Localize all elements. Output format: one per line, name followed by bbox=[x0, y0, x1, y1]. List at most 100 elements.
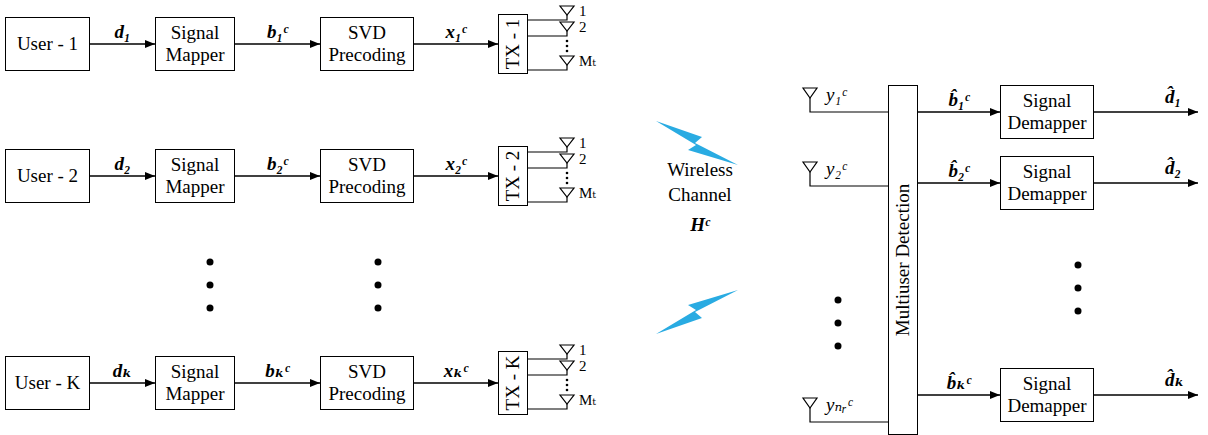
output-arrow bbox=[1094, 182, 1198, 183]
signal-arrow bbox=[414, 382, 498, 383]
antenna-symbol bbox=[560, 22, 574, 31]
mapper-box: Signal Mapper bbox=[155, 17, 235, 71]
output-arrow bbox=[1094, 394, 1198, 395]
antenna-number: 2 bbox=[579, 20, 587, 35]
signal-arrow bbox=[235, 43, 320, 44]
signal-arrow bbox=[235, 382, 320, 383]
ellipsis-dots bbox=[207, 259, 1082, 350]
dot bbox=[566, 389, 569, 392]
antenna-feed bbox=[526, 404, 567, 409]
signal-name: b₂ᶜ bbox=[267, 153, 288, 175]
antenna-number: 1 bbox=[579, 4, 587, 19]
antenna-symbol bbox=[560, 138, 574, 147]
antenna-symbol bbox=[803, 88, 817, 98]
dot bbox=[566, 172, 569, 175]
signal-name: d̂ₖ bbox=[1165, 369, 1184, 391]
dot bbox=[566, 182, 569, 185]
node-text: TX - K bbox=[502, 356, 524, 411]
dot bbox=[566, 384, 569, 387]
node-text: TX - 2 bbox=[502, 151, 524, 202]
dot bbox=[1075, 262, 1082, 269]
signal-arrow bbox=[90, 43, 155, 44]
signal-name: y₁ᶜ bbox=[826, 84, 846, 106]
antenna-number: Mₜ bbox=[579, 393, 596, 408]
antenna-symbol bbox=[803, 162, 817, 172]
channel-symbol: Hᶜ bbox=[650, 214, 750, 236]
antenna-feed bbox=[810, 98, 888, 112]
demapper-box: Signal Demapper bbox=[1000, 156, 1094, 210]
dot bbox=[207, 259, 214, 266]
demapper-box: Signal Demapper bbox=[1000, 368, 1094, 422]
antenna-number: 2 bbox=[579, 152, 587, 167]
signal-name: yₙᵣᶜ bbox=[826, 394, 852, 416]
antenna-symbol bbox=[560, 345, 574, 354]
antenna-feed bbox=[526, 354, 567, 359]
dot bbox=[835, 343, 842, 350]
demapper-box: Signal Demapper bbox=[1000, 85, 1094, 139]
node-text: Signal Mapper bbox=[160, 361, 230, 405]
antenna-symbol bbox=[560, 361, 574, 370]
node-text: Signal Demapper bbox=[1005, 90, 1089, 134]
signal-name: b̂₂ᶜ bbox=[949, 160, 970, 182]
signal-arrow bbox=[414, 43, 498, 44]
node-text: Multiuser Detection bbox=[892, 184, 914, 337]
rx-antennas bbox=[803, 88, 888, 422]
antenna-symbol bbox=[560, 6, 574, 15]
antenna-symbol bbox=[560, 188, 574, 197]
lightning-bolt bbox=[656, 121, 738, 165]
signal-name: dₖ bbox=[113, 360, 132, 382]
signal-name: d₁ bbox=[114, 21, 130, 43]
dot bbox=[566, 40, 569, 43]
signal-name: d̂₂ bbox=[1165, 157, 1181, 179]
node-text: Signal Demapper bbox=[1005, 161, 1089, 205]
precoding-box: SVD Precoding bbox=[320, 149, 414, 203]
antenna-symbol bbox=[560, 56, 574, 65]
signal-arrow bbox=[90, 382, 155, 383]
transmitter-box: TX - K bbox=[498, 351, 528, 416]
signal-name: d̂₁ bbox=[1165, 86, 1181, 108]
dot bbox=[566, 50, 569, 53]
node-text: TX - 1 bbox=[502, 19, 524, 70]
signal-arrow bbox=[918, 182, 1000, 183]
output-arrows bbox=[1094, 112, 1198, 395]
signal-name: b̂ₖᶜ bbox=[947, 372, 971, 394]
signal-name: xₖᶜ bbox=[444, 360, 468, 382]
antenna-feed bbox=[526, 31, 567, 36]
dot bbox=[566, 45, 569, 48]
signal-name: y₂ᶜ bbox=[826, 158, 846, 180]
signal-arrow bbox=[414, 175, 498, 176]
signal-name: b₁ᶜ bbox=[267, 21, 288, 43]
dot bbox=[1075, 308, 1082, 315]
user-box: User - K bbox=[5, 356, 90, 410]
precoding-box: SVD Precoding bbox=[320, 17, 414, 71]
tx-antennas bbox=[526, 6, 574, 409]
node-text: User - 2 bbox=[17, 165, 78, 187]
dot bbox=[566, 177, 569, 180]
signal-arrow bbox=[235, 175, 320, 176]
antenna-feed bbox=[526, 197, 567, 202]
signal-arrow bbox=[90, 175, 155, 176]
precoding-box: SVD Precoding bbox=[320, 356, 414, 410]
antenna-feed bbox=[526, 15, 567, 20]
lightning-bolt bbox=[656, 290, 738, 334]
antenna-number: 1 bbox=[579, 343, 587, 358]
node-text: User - K bbox=[15, 372, 80, 394]
antenna-symbol bbox=[803, 398, 817, 408]
transmitter-box: TX - 1 bbox=[498, 14, 528, 75]
node-text: Signal Mapper bbox=[160, 154, 230, 198]
antenna-number: 1 bbox=[579, 136, 587, 151]
signal-arrow bbox=[918, 111, 1000, 112]
antenna-number: 2 bbox=[579, 359, 587, 374]
signal-name: d₂ bbox=[114, 153, 130, 175]
node-text: User - 1 bbox=[17, 33, 78, 55]
dot bbox=[835, 320, 842, 327]
signal-arrow bbox=[918, 394, 1000, 395]
channel-label: Wireless Channel bbox=[650, 158, 750, 207]
antenna-feed bbox=[526, 370, 567, 375]
signal-name: b̂₁ᶜ bbox=[949, 89, 970, 111]
dot bbox=[207, 305, 214, 312]
signal-name: x₂ᶜ bbox=[446, 153, 467, 175]
antenna-feed bbox=[810, 172, 888, 186]
node-text: SVD Precoding bbox=[325, 154, 409, 198]
signal-name: bₖᶜ bbox=[265, 360, 289, 382]
